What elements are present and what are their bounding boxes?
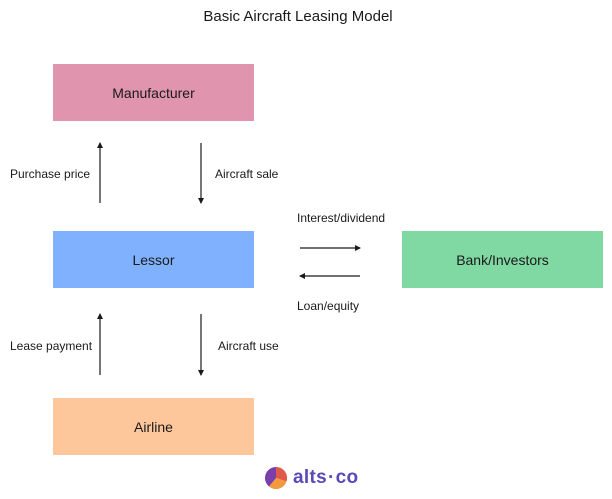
lessor-label: Lessor (132, 251, 175, 268)
loan-equity-label: Loan/equity (297, 299, 360, 313)
interest-dividend-label: Interest/dividend (297, 211, 386, 225)
bank-investors-label: Bank/Investors (456, 251, 549, 268)
logo-wordmark: alts·co (293, 467, 359, 488)
airline-box: Airline (53, 398, 254, 455)
lessor-box: Lessor (53, 231, 254, 288)
diagram-title: Basic Aircraft Leasing Model (203, 8, 393, 25)
altsco-logo: alts·co (264, 465, 358, 491)
pie-logo-icon (264, 466, 288, 490)
bank-investors-box: Bank/Investors (402, 231, 603, 288)
lease-payment-label: Lease payment (10, 339, 93, 353)
aircraft-sale-label: Aircraft sale (215, 167, 279, 181)
airline-label: Airline (134, 418, 173, 435)
aircraft-use-label: Aircraft use (218, 339, 279, 353)
manufacturer-box: Manufacturer (53, 64, 254, 121)
manufacturer-label: Manufacturer (112, 84, 195, 101)
purchase-price-label: Purchase price (10, 167, 91, 181)
